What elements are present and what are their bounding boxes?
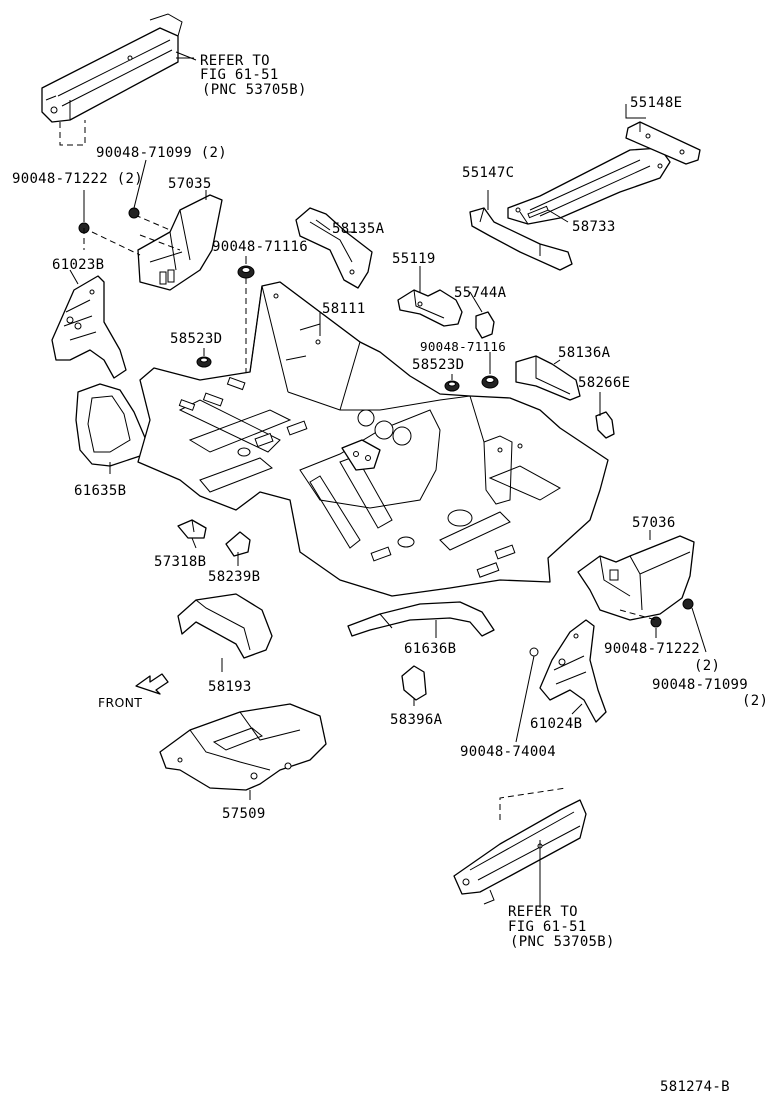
part-55148E-shape: [625, 121, 701, 165]
part-58193-shape: [177, 593, 273, 659]
part-61023B-shape: [51, 275, 127, 379]
label-90048-71099-left: 90048-71099 (2): [96, 145, 227, 161]
part-58135A-shape: [295, 207, 373, 289]
label-58193: 58193: [208, 679, 252, 695]
clip-90048-71099-right: [682, 598, 694, 610]
label-57035: 57035: [168, 176, 212, 192]
grommet-58523D-right: [444, 380, 460, 392]
label-57318B: 57318B: [154, 554, 207, 570]
label-90048-71116-left: 90048-71116: [212, 239, 309, 255]
clip-90048-74004: [529, 647, 539, 657]
part-58136A-shape: [515, 355, 581, 401]
label-58523D-left: 58523D: [170, 331, 223, 347]
label-front: FRONT: [98, 695, 143, 710]
label-90048-71099-right: 90048-71099: [652, 677, 749, 693]
label-61023B: 61023B: [52, 257, 105, 273]
label-58239B: 58239B: [208, 569, 261, 585]
label-58733: 58733: [572, 219, 616, 235]
part-58396A-shape: [401, 665, 427, 701]
part-55147C-shape: [469, 207, 573, 271]
refer-bottom-line1: REFER TO: [508, 904, 578, 920]
refer-top-line1: REFER TO: [200, 53, 270, 69]
label-61636B: 61636B: [404, 641, 457, 657]
refer-top-line3: (PNC 53705B): [202, 82, 307, 98]
part-55119-shape: [397, 289, 463, 327]
refer-top-line2: FIG 61-51: [200, 67, 279, 83]
leader-lines: [69, 57, 651, 800]
part-58733-shape: [507, 147, 671, 225]
part-57036-shape: [577, 535, 695, 621]
part-58111-floor-pan: [137, 281, 609, 597]
label-90048-71222-left: 90048-71222 (2): [12, 171, 143, 187]
part-58266E-shape: [595, 411, 615, 439]
label-90048-71222-right: 90048-71222: [604, 641, 701, 657]
part-57318B-shape: [177, 519, 207, 539]
clip-90048-71222-right: [650, 616, 662, 628]
label-58135A: 58135A: [332, 221, 385, 237]
part-61636B-shape: [347, 601, 495, 637]
label-58523D-right: 58523D: [412, 357, 465, 373]
label-90048-71099-right-qty: (2): [742, 693, 768, 709]
refer-bottom-line2: FIG 61-51: [508, 919, 587, 935]
part-57035-shape: [91, 194, 223, 291]
label-90048-74004: 90048-74004: [460, 744, 557, 760]
label-58111: 58111: [322, 301, 366, 317]
rail-bottom-right: [453, 787, 587, 908]
front-arrow-icon: [135, 673, 169, 695]
clip-90048-71099-left: [128, 207, 140, 219]
label-55148E: 55148E: [630, 95, 683, 111]
label-61635B: 61635B: [74, 483, 127, 499]
label-90048-71116-right: 90048-71116: [420, 339, 507, 354]
part-61024B-shape: [539, 619, 607, 723]
label-58266E: 58266E: [578, 375, 631, 391]
rail-top-left: [41, 13, 197, 146]
figure-id: 581274-B: [660, 1079, 730, 1095]
refer-bottom-line3: (PNC 53705B): [510, 934, 615, 950]
label-55744A: 55744A: [454, 285, 507, 301]
part-57509-shape: [159, 703, 327, 791]
label-90048-71222-right-qty: (2): [694, 658, 721, 674]
label-57509: 57509: [222, 806, 266, 822]
grommet-90048-71116-left: [237, 265, 255, 279]
label-61024B: 61024B: [530, 716, 583, 732]
label-58396A: 58396A: [390, 712, 443, 728]
grommet-90048-71116-right: [481, 375, 499, 389]
part-58239B-shape: [225, 531, 251, 557]
label-55119: 55119: [392, 251, 436, 267]
label-57036: 57036: [632, 515, 676, 531]
label-55147C: 55147C: [462, 165, 515, 181]
part-55744A-shape: [475, 311, 495, 339]
part-61635B-shape: [75, 383, 147, 467]
label-58136A: 58136A: [558, 345, 611, 361]
grommet-58523D-left: [196, 356, 212, 368]
